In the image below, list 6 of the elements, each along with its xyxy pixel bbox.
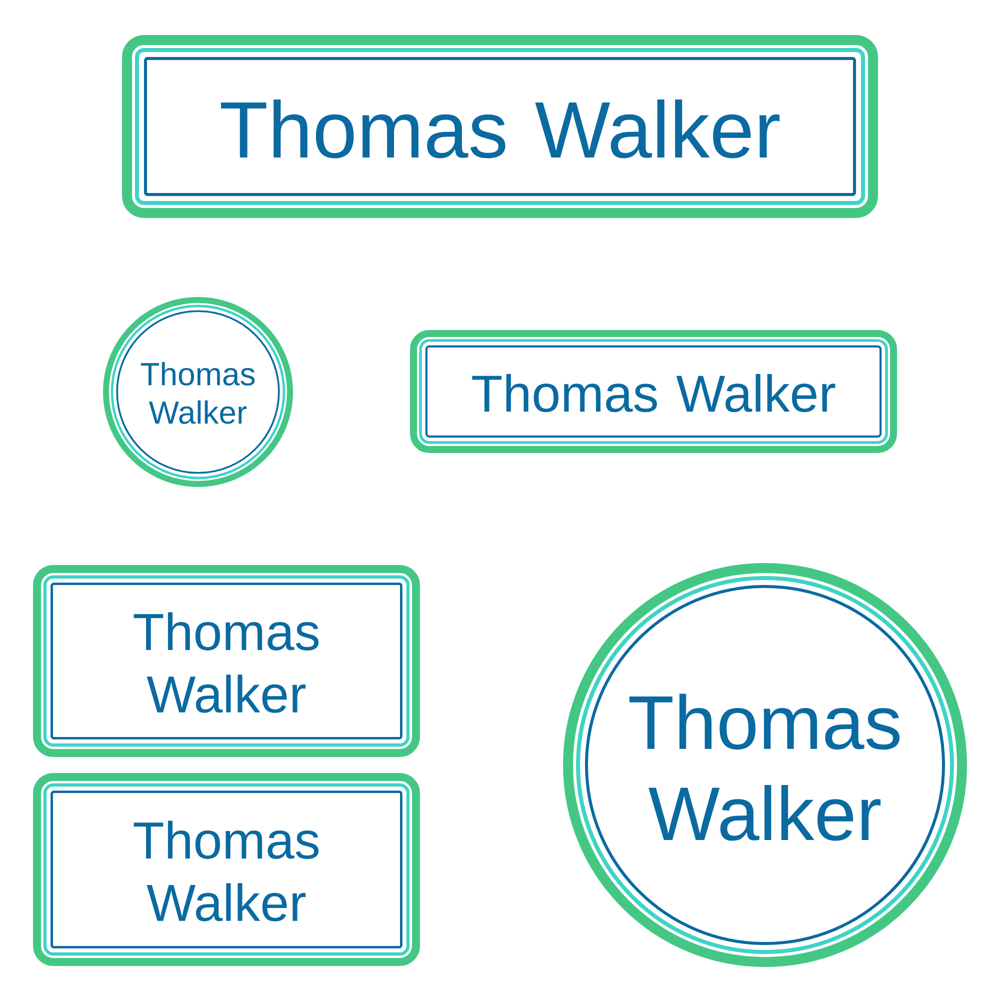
name-label: Thomas Walker (33, 773, 420, 966)
name-label: Thomas Walker (410, 330, 897, 453)
name-label: Thomas Walker (122, 35, 878, 218)
round-name-label: Thomas Walker (563, 563, 967, 967)
round-name-label: Thomas Walker (103, 297, 293, 487)
name-label: Thomas Walker (33, 565, 420, 757)
